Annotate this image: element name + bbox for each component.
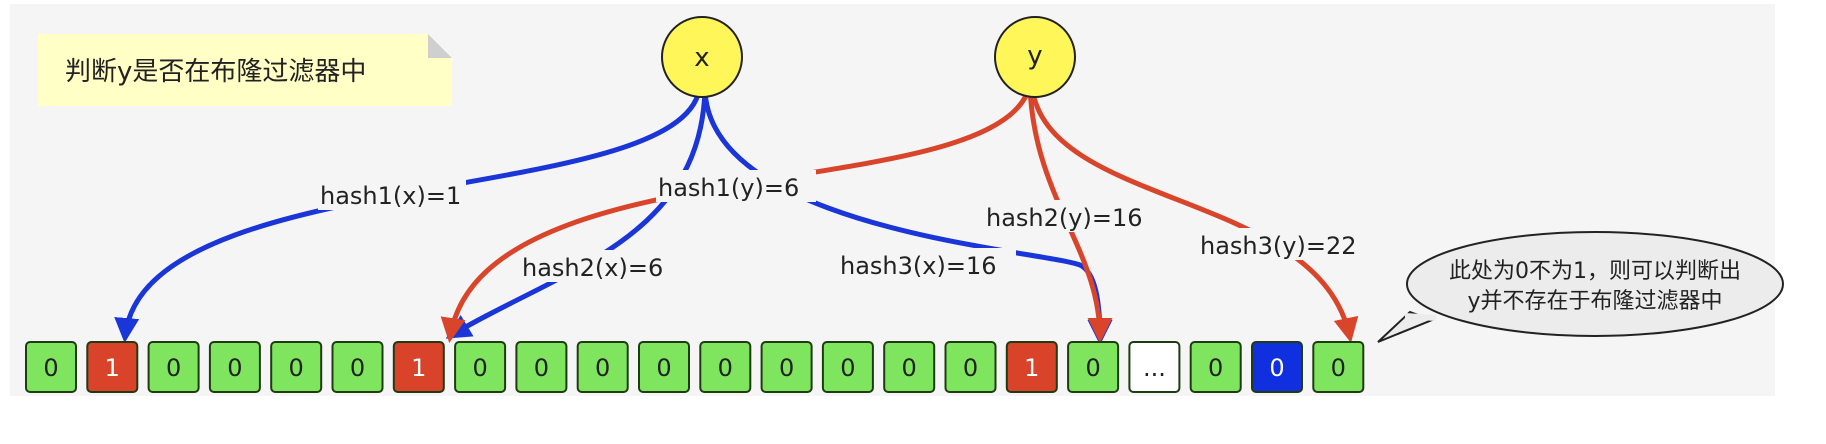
bit-cell-box-14	[883, 341, 936, 393]
bit-cell-box-7	[454, 341, 507, 393]
bit-cell-value-13: 0	[840, 354, 855, 382]
bit-cell-0: 0	[25, 341, 77, 393]
bit-cell-box-5	[331, 341, 384, 393]
bit-cell-21: 0	[1312, 341, 1365, 393]
bit-cell-box-21	[1312, 341, 1365, 393]
bit-cell-value-17: 0	[1085, 354, 1100, 382]
bit-cell-value-12: 0	[779, 354, 794, 382]
label-hash3-x: hash3(x)=16	[840, 252, 996, 280]
bit-cell-13: 0	[821, 341, 874, 393]
bit-array: 0 1 0 0 0 0 1 0 0 0 0 0 0 0 0 0 1 0... 0 0 0	[25, 341, 1365, 393]
bit-cell-value-0: 0	[43, 354, 58, 382]
bit-cell-14: 0	[883, 341, 936, 393]
bit-cell-box-19	[1189, 341, 1242, 393]
bit-cell-2: 0	[147, 341, 200, 393]
bit-cell-box-6	[392, 341, 445, 393]
title-note: 判断y是否在布隆过滤器中	[38, 34, 452, 106]
label-hash1-y: hash1(y)=6	[658, 174, 799, 202]
bit-cell-box-2	[147, 341, 200, 393]
bit-cell-19: 0	[1189, 341, 1242, 393]
bit-cell-box-17	[1067, 341, 1120, 393]
bit-cell-box-10	[638, 341, 690, 393]
bit-cell-15: 0	[944, 341, 997, 393]
edge-x-bit-6	[445, 89, 708, 339]
node-y-label: y	[1027, 41, 1042, 71]
bit-cell-12: 0	[760, 341, 813, 393]
node-x-label: x	[694, 43, 709, 73]
bit-cell-value-7: 0	[472, 354, 487, 382]
label-hash1-x: hash1(x)=1	[320, 182, 461, 210]
callout-bubble: 此处为0不为1，则可以判断出 y并不存在于布隆过滤器中	[1377, 231, 1784, 343]
bit-cell-box-8	[515, 341, 568, 393]
callout-line-1: 此处为0不为1，则可以判断出	[1449, 259, 1741, 284]
bit-cell-16: 1	[1005, 341, 1058, 393]
bit-cell-box-13	[821, 341, 874, 393]
label-hash2-x: hash2(x)=6	[522, 254, 663, 282]
bit-cell-box-4	[270, 341, 323, 393]
bit-cell-5: 0	[331, 341, 384, 393]
bit-cell-value-5: 0	[350, 354, 365, 382]
bit-cell-value-4: 0	[289, 354, 304, 382]
bit-cell-1: 1	[86, 341, 139, 393]
bit-cell-box-18	[1128, 341, 1181, 393]
bit-cell-value-8: 0	[534, 354, 549, 382]
bit-cell-value-19: 0	[1208, 354, 1223, 382]
bit-cell-10: 0	[638, 341, 690, 393]
bit-cell-3: 0	[208, 341, 261, 393]
bit-cell-value-21: 0	[1331, 354, 1346, 382]
bit-cell-11: 0	[699, 341, 752, 393]
bit-cell-value-11: 0	[718, 354, 733, 382]
bit-cell-value-18: ...	[1143, 354, 1166, 382]
bit-cell-value-6: 1	[411, 354, 426, 382]
bit-cell-value-14: 0	[902, 354, 917, 382]
bit-cell-box-0	[25, 341, 77, 393]
bit-cell-box-11	[699, 341, 752, 393]
bit-cell-value-15: 0	[963, 354, 978, 382]
bit-cell-box-3	[208, 341, 261, 393]
bit-cell-value-3: 0	[227, 354, 242, 382]
bit-cell-box-15	[944, 341, 997, 393]
bit-cell-20: 0	[1251, 341, 1303, 393]
bit-cell-9: 0	[576, 341, 629, 393]
bit-cell-7: 0	[454, 341, 507, 393]
bit-cell-box-12	[760, 341, 813, 393]
bit-cell-value-10: 0	[656, 354, 671, 382]
node-y: y	[994, 16, 1076, 98]
edge-y-bit-22	[1029, 87, 1359, 343]
bit-cell-8: 0	[515, 341, 568, 393]
bit-cell-17: 0	[1067, 341, 1120, 393]
bit-cell-value-9: 0	[595, 354, 610, 382]
label-hash3-y: hash3(y)=22	[1200, 232, 1356, 260]
bit-cell-box-16	[1005, 341, 1058, 393]
bit-cell-box-9	[576, 341, 629, 393]
bit-cell-6: 1	[392, 341, 445, 393]
label-hash2-y: hash2(y)=16	[986, 204, 1142, 232]
bit-cell-value-20: 0	[1269, 354, 1284, 382]
edge-labels: hash1(x)=1 hash2(x)=6 hash3(x)=16 hash1(…	[318, 170, 1374, 282]
node-x: x	[661, 16, 743, 98]
bit-cell-value-16: 1	[1024, 354, 1039, 382]
bit-cell-18: ...	[1128, 341, 1181, 393]
bit-cell-box-1	[86, 341, 139, 393]
bit-cell-value-2: 0	[166, 354, 181, 382]
title-note-text: 判断y是否在布隆过滤器中	[65, 57, 366, 87]
bit-cell-box-20	[1251, 341, 1303, 393]
bit-cell-4: 0	[270, 341, 323, 393]
bit-cell-value-1: 1	[105, 354, 120, 382]
callout-line-2: y并不存在于布隆过滤器中	[1467, 289, 1722, 314]
